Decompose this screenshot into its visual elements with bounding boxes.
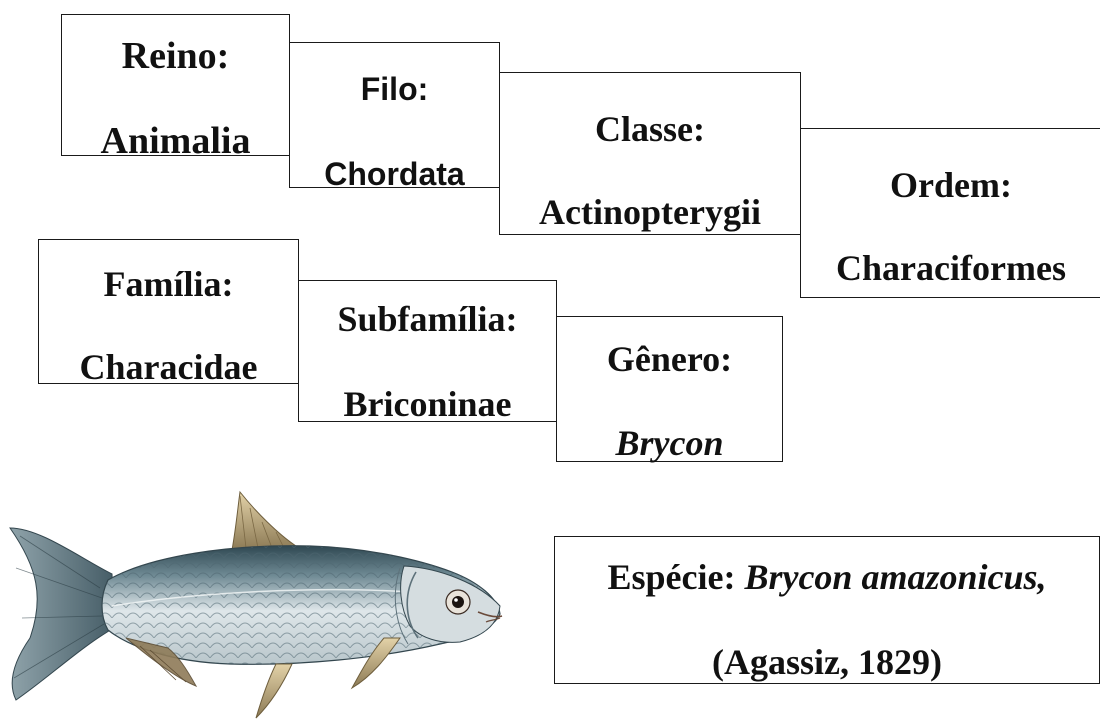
ordem-value: Characiformes — [801, 250, 1100, 286]
especie-authority: (Agassiz, 1829) — [555, 644, 1099, 680]
genero-label: Gênero: — [557, 341, 782, 377]
subfamilia-box: Subfamília: Briconinae — [298, 280, 557, 422]
genero-value: Brycon — [557, 425, 782, 461]
filo-box: Filo: Chordata — [289, 42, 500, 188]
familia-label: Família: — [39, 266, 298, 302]
classe-box: Classe: Actinopterygii — [499, 72, 801, 235]
especie-line: Espécie: Brycon amazonicus, — [555, 559, 1099, 595]
pelvic-fin — [256, 664, 292, 718]
ordem-box: Ordem: Characiformes — [800, 128, 1100, 298]
filo-label: Filo: — [290, 73, 499, 105]
reino-label: Reino: — [62, 37, 289, 75]
reino-value: Animalia — [62, 122, 289, 160]
familia-value: Characidae — [39, 349, 298, 385]
tail-fin — [10, 528, 114, 700]
dorsal-fin — [232, 492, 296, 550]
especie-label: Espécie: — [607, 557, 735, 597]
ordem-label: Ordem: — [801, 167, 1100, 203]
subfamilia-label: Subfamília: — [299, 301, 556, 337]
classe-value: Actinopterygii — [500, 194, 800, 230]
familia-box: Família: Characidae — [38, 239, 299, 384]
genero-box: Gênero: Brycon — [556, 316, 783, 462]
filo-value: Chordata — [290, 158, 499, 190]
subfamilia-value: Briconinae — [299, 386, 556, 422]
reino-box: Reino: Animalia — [61, 14, 290, 156]
especie-box: Espécie: Brycon amazonicus, (Agassiz, 18… — [554, 536, 1100, 684]
fish-illustration — [0, 488, 510, 722]
classe-label: Classe: — [500, 111, 800, 147]
especie-name: Brycon amazonicus, — [744, 557, 1046, 597]
